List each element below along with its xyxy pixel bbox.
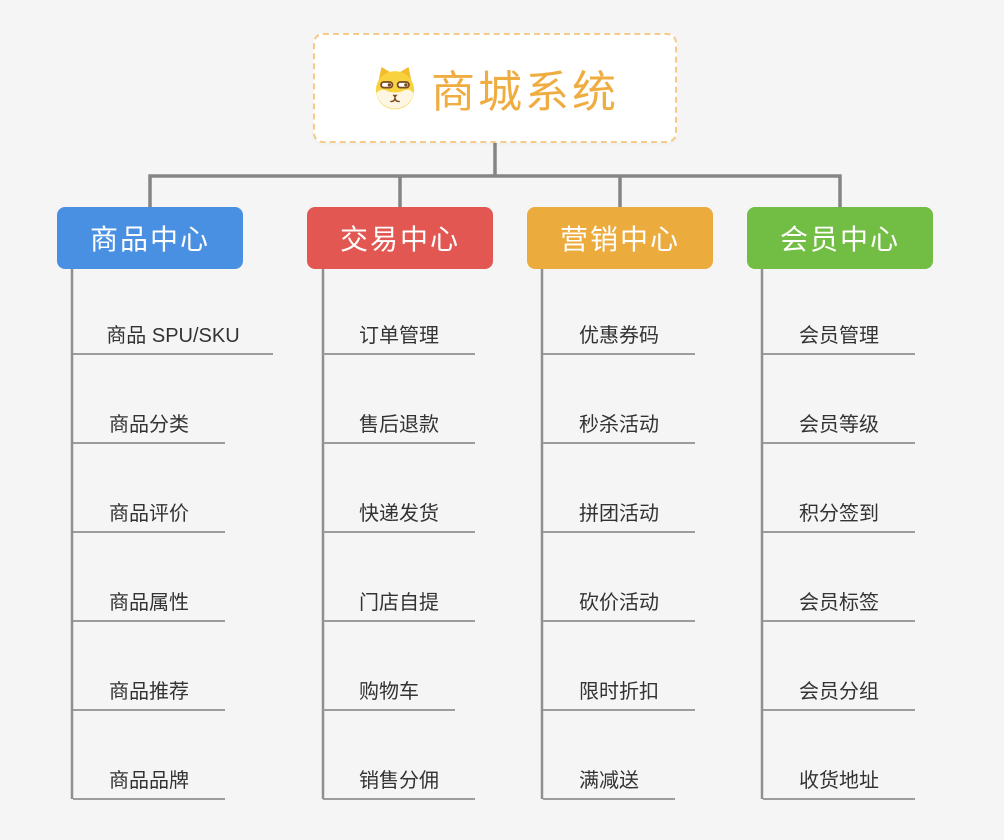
branch-label: 营销中心 — [559, 224, 680, 255]
leaf-label: 销售分佣 — [359, 770, 439, 792]
leaf-label: 秒杀活动 — [579, 414, 659, 436]
leaf-label: 商品评价 — [109, 503, 189, 525]
leaf-node-product-center-0[interactable]: 商品 SPU/SKU — [73, 313, 273, 355]
leaf-node-member-center-2[interactable]: 积分签到 — [763, 491, 915, 533]
leaf-node-trade-center-3[interactable]: 门店自提 — [323, 580, 475, 622]
leaf-label: 满减送 — [579, 770, 639, 792]
branch-label: 商品中心 — [89, 224, 210, 255]
leaf-node-member-center-4[interactable]: 会员分组 — [763, 669, 915, 711]
root-branch-connector — [148, 142, 842, 208]
leaf-node-trade-center-0[interactable]: 订单管理 — [323, 313, 475, 355]
leaf-node-member-center-3[interactable]: 会员标签 — [763, 580, 915, 622]
leaf-label: 订单管理 — [359, 325, 439, 347]
leaf-label: 拼团活动 — [579, 503, 659, 525]
root-node-mall-system[interactable]: 商城系统 — [313, 33, 677, 143]
leaf-node-product-center-2[interactable]: 商品评价 — [73, 491, 225, 533]
leaf-label: 收货地址 — [799, 770, 879, 792]
branch-node-marketing-center[interactable]: 营销中心 — [527, 207, 713, 269]
leaf-label: 商品推荐 — [109, 681, 189, 703]
leaf-node-marketing-center-5[interactable]: 满减送 — [543, 758, 675, 800]
leaf-node-product-center-1[interactable]: 商品分类 — [73, 402, 225, 444]
leaf-node-trade-center-5[interactable]: 销售分佣 — [323, 758, 475, 800]
leaf-label: 会员分组 — [799, 681, 879, 703]
leaf-label: 商品 SPU/SKU — [106, 325, 240, 347]
leaf-label: 砍价活动 — [579, 592, 659, 614]
leaf-node-product-center-4[interactable]: 商品推荐 — [73, 669, 225, 711]
branch-node-member-center[interactable]: 会员中心 — [747, 207, 933, 269]
leaf-label: 会员管理 — [799, 325, 879, 347]
leaf-label: 优惠券码 — [579, 325, 659, 347]
leaf-label: 购物车 — [359, 681, 419, 703]
leaf-node-marketing-center-3[interactable]: 砍价活动 — [543, 580, 695, 622]
leaf-label: 限时折扣 — [579, 681, 659, 703]
leaf-node-trade-center-1[interactable]: 售后退款 — [323, 402, 475, 444]
branch-node-product-center[interactable]: 商品中心 — [57, 207, 243, 269]
leaf-node-product-center-5[interactable]: 商品品牌 — [73, 758, 225, 800]
leaf-node-product-center-3[interactable]: 商品属性 — [73, 580, 225, 622]
leaf-label: 商品分类 — [109, 414, 189, 436]
leaf-node-trade-center-2[interactable]: 快递发货 — [323, 491, 475, 533]
leaf-node-trade-center-4[interactable]: 购物车 — [323, 669, 455, 711]
root-title: 商城系统 — [431, 68, 619, 117]
leaf-label: 会员等级 — [799, 414, 879, 436]
branch-label: 会员中心 — [779, 224, 900, 255]
branch-label: 交易中心 — [339, 224, 460, 255]
leaf-label: 会员标签 — [799, 592, 879, 614]
leaf-label: 快递发货 — [359, 503, 439, 525]
branch-node-trade-center[interactable]: 交易中心 — [307, 207, 493, 269]
leaf-node-marketing-center-1[interactable]: 秒杀活动 — [543, 402, 695, 444]
leaf-label: 门店自提 — [359, 592, 439, 614]
leaf-node-member-center-0[interactable]: 会员管理 — [763, 313, 915, 355]
leaf-node-marketing-center-0[interactable]: 优惠券码 — [543, 313, 695, 355]
dog-face-icon — [375, 67, 415, 110]
leaf-node-member-center-1[interactable]: 会员等级 — [763, 402, 915, 444]
leaf-node-marketing-center-4[interactable]: 限时折扣 — [543, 669, 695, 711]
leaf-label: 商品品牌 — [109, 770, 189, 792]
leaf-label: 商品属性 — [109, 592, 189, 614]
leaf-node-member-center-5[interactable]: 收货地址 — [763, 758, 915, 800]
leaf-label: 积分签到 — [799, 503, 879, 525]
leaf-node-marketing-center-2[interactable]: 拼团活动 — [543, 491, 695, 533]
leaf-label: 售后退款 — [359, 414, 439, 436]
